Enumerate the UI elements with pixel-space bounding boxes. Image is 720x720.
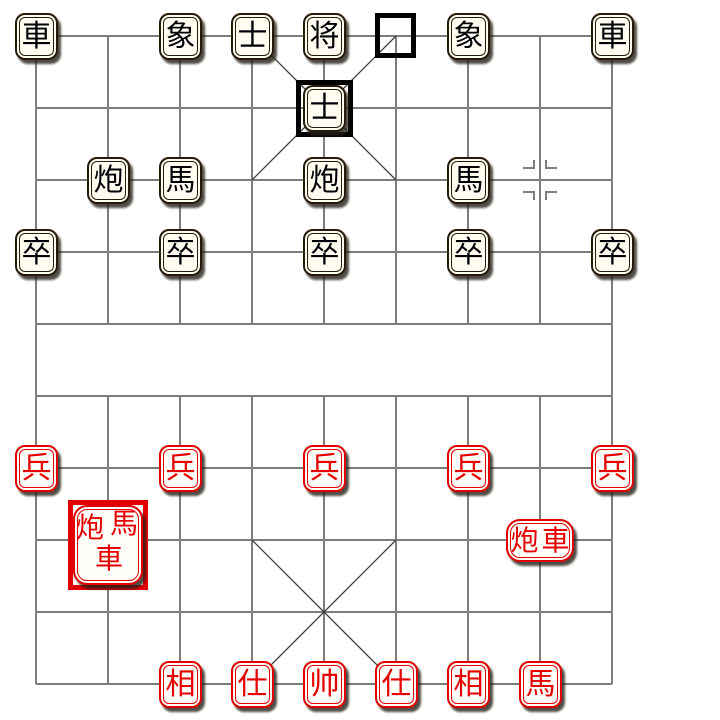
piece-label: 兵 <box>597 450 628 486</box>
piece-black-advisor[interactable]: 士 <box>303 85 346 132</box>
piece-label: 相 <box>453 666 484 702</box>
piece-label: 将 <box>309 18 340 54</box>
piece-red-soldier[interactable]: 兵 <box>447 445 490 492</box>
piece-label: 車 <box>21 18 52 54</box>
stacked-piece-label: 炮 <box>510 523 539 557</box>
piece-label: 卒 <box>597 234 628 270</box>
piece-label: 兵 <box>21 450 52 486</box>
piece-red-general[interactable]: 帅 <box>303 661 346 708</box>
piece-black-advisor[interactable]: 士 <box>231 13 274 60</box>
piece-label: 士 <box>309 90 340 126</box>
piece-black-soldier[interactable]: 卒 <box>303 229 346 276</box>
piece-red-elephant[interactable]: 相 <box>159 661 202 708</box>
piece-label: 馬 <box>453 162 484 198</box>
stacked-piece-label: 車 <box>94 542 123 575</box>
piece-red-advisor[interactable]: 仕 <box>231 661 274 708</box>
piece-label: 炮 <box>309 162 340 198</box>
piece-black-elephant[interactable]: 象 <box>447 13 490 60</box>
piece-red-soldier[interactable]: 兵 <box>15 445 58 492</box>
piece-black-soldier[interactable]: 卒 <box>447 229 490 276</box>
piece-label: 卒 <box>309 234 340 270</box>
board-line <box>251 539 397 685</box>
piece-label: 兵 <box>453 450 484 486</box>
piece-label: 兵 <box>309 450 340 486</box>
piece-black-rook[interactable]: 車 <box>591 13 634 60</box>
piece-label: 仕 <box>237 666 268 702</box>
move-origin-marker <box>375 13 416 58</box>
piece-black-soldier[interactable]: 卒 <box>159 229 202 276</box>
piece-label: 車 <box>597 18 628 54</box>
piece-black-elephant[interactable]: 象 <box>159 13 202 60</box>
piece-label: 卒 <box>453 234 484 270</box>
piece-black-cannon[interactable]: 炮 <box>87 157 130 204</box>
piece-red-soldier[interactable]: 兵 <box>591 445 634 492</box>
star-point-marker <box>523 160 557 200</box>
piece-label: 帅 <box>309 666 340 702</box>
piece-label: 士 <box>237 18 268 54</box>
stacked-piece-label: 炮 <box>75 511 104 544</box>
last-move-highlight <box>296 80 353 137</box>
piece-black-soldier[interactable]: 卒 <box>591 229 634 276</box>
piece-red-soldier[interactable]: 兵 <box>303 445 346 492</box>
piece-black-cannon[interactable]: 炮 <box>303 157 346 204</box>
piece-label: 馬 <box>165 162 196 198</box>
piece-stack-red-cannon-rook[interactable]: 炮車 <box>506 519 574 562</box>
selection-highlight <box>68 500 148 590</box>
piece-stack-red-cannon-horse-rook[interactable]: 炮馬車 <box>73 505 143 585</box>
piece-label: 卒 <box>21 234 52 270</box>
piece-black-general[interactable]: 将 <box>303 13 346 60</box>
piece-label: 兵 <box>165 450 196 486</box>
piece-black-horse[interactable]: 馬 <box>159 157 202 204</box>
piece-red-advisor[interactable]: 仕 <box>375 661 418 708</box>
piece-red-elephant[interactable]: 相 <box>447 661 490 708</box>
piece-label: 卒 <box>165 234 196 270</box>
piece-label: 仕 <box>381 666 412 702</box>
piece-label: 相 <box>165 666 196 702</box>
piece-black-rook[interactable]: 車 <box>15 13 58 60</box>
piece-black-soldier[interactable]: 卒 <box>15 229 58 276</box>
piece-red-horse[interactable]: 馬 <box>519 661 562 708</box>
stacked-piece-label: 馬 <box>109 507 138 540</box>
piece-red-soldier[interactable]: 兵 <box>159 445 202 492</box>
stacked-piece-label: 車 <box>541 523 570 557</box>
piece-label: 炮 <box>93 162 124 198</box>
piece-black-horse[interactable]: 馬 <box>447 157 490 204</box>
piece-label: 象 <box>165 18 196 54</box>
piece-label: 象 <box>453 18 484 54</box>
piece-label: 馬 <box>525 666 556 702</box>
